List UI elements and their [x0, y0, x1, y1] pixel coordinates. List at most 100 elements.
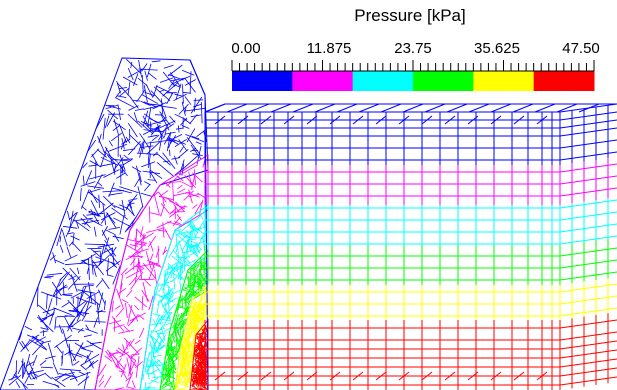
dam-mesh-line	[121, 199, 126, 217]
dam-mesh-line	[170, 77, 186, 82]
dam-mesh-line	[154, 293, 174, 303]
dam-mesh-line	[151, 128, 163, 133]
legend-ticks	[231, 60, 595, 72]
dam-mesh-line	[152, 191, 159, 198]
legend-tick-label-4: 47.50	[562, 40, 600, 57]
dam-mesh-line	[135, 234, 147, 246]
dam-mesh-line	[167, 138, 176, 142]
tank-diagonal	[467, 371, 479, 381]
dam-mesh-line	[149, 212, 162, 216]
dam-mesh-line	[77, 327, 84, 333]
dam-mesh-line	[190, 273, 197, 288]
dam-mesh-line	[67, 232, 74, 235]
dam-mesh-line	[119, 283, 123, 297]
dam-mesh-line	[127, 354, 137, 367]
dam-mesh-line	[161, 98, 163, 115]
dam-mesh-line	[13, 374, 28, 389]
tank-diagonal	[398, 115, 410, 125]
dam-mesh-line	[115, 387, 124, 390]
dam-mesh-line	[159, 324, 164, 331]
dam-mesh-line	[190, 114, 202, 118]
dam-mesh-line	[134, 305, 140, 311]
dam-mesh-line	[141, 94, 158, 105]
dam-mesh-line	[67, 210, 71, 221]
dam-mesh-line	[150, 90, 164, 105]
dam-mesh-line	[184, 174, 196, 189]
dam-mesh-line	[135, 265, 144, 268]
tank-diagonal	[329, 115, 341, 125]
dam-mesh-line	[125, 58, 142, 75]
dam-mesh-line	[73, 300, 87, 310]
dam-mesh-line	[178, 306, 190, 325]
dam-mesh-line	[120, 138, 127, 150]
dam-mesh-line	[166, 264, 170, 277]
dam-mesh-line	[59, 236, 62, 243]
dam-mesh-line	[132, 353, 140, 356]
dam-mesh-line	[127, 386, 135, 390]
dam-mesh-line	[88, 258, 90, 280]
dam-mesh-line	[156, 344, 165, 351]
dam-mesh-line	[136, 165, 142, 186]
dam-mesh-line	[87, 139, 96, 152]
dam-mesh-line	[127, 305, 133, 325]
tank-diagonal	[513, 115, 525, 125]
dam-mesh-line	[73, 360, 80, 366]
dam-mesh-line	[119, 186, 139, 194]
dam-mesh-line	[184, 259, 197, 267]
dam-mesh-line	[148, 153, 151, 168]
dam-mesh-line	[98, 133, 102, 143]
dam-mesh-line	[37, 287, 39, 307]
dam-mesh-line	[127, 122, 138, 138]
dam-mesh-line	[101, 225, 108, 236]
dam-mesh-line	[70, 235, 80, 241]
dam-wedge-mesh	[0, 57, 209, 390]
dam-mesh-line	[142, 262, 157, 279]
dam-mesh-line	[111, 315, 125, 332]
dam-mesh-line	[165, 322, 173, 325]
dam-mesh-line	[200, 264, 202, 281]
dam-mesh-line	[67, 319, 75, 332]
dam-mesh-line	[77, 289, 95, 294]
dam-mesh-line	[86, 267, 89, 275]
dam-mesh-line	[122, 344, 126, 354]
dam-mesh-line	[200, 257, 202, 270]
dam-mesh-line	[177, 184, 183, 190]
dam-mesh-line	[79, 188, 82, 202]
dam-mesh-line	[76, 309, 83, 322]
dam-mesh-line	[142, 232, 155, 240]
dam-mesh-line	[81, 219, 100, 225]
dam-mesh-line	[189, 314, 202, 331]
dam-mesh-line	[88, 292, 92, 302]
dam-mesh-line	[145, 251, 152, 270]
dam-mesh-line	[93, 174, 103, 189]
dam-mesh-line	[167, 338, 170, 346]
dam-mesh-line	[126, 244, 142, 254]
dam-mesh-line	[146, 368, 150, 380]
dam-mesh-line	[32, 335, 47, 350]
dam-mesh-line	[196, 277, 200, 286]
dam-mesh-line	[174, 113, 188, 121]
dam-mesh-line	[194, 245, 201, 254]
dam-mesh-line	[102, 118, 106, 140]
dam-mesh-line	[96, 303, 100, 325]
dam-mesh-line	[127, 317, 136, 327]
dam-mesh-line	[17, 363, 24, 374]
tank-top-edge	[270, 103, 292, 113]
dam-mesh-line	[179, 146, 184, 153]
dam-mesh-line	[177, 248, 179, 263]
dam-mesh-line	[68, 345, 73, 366]
dam-mesh-line	[158, 276, 170, 293]
dam-mesh-line	[186, 285, 204, 299]
dam-mesh-line	[190, 147, 197, 153]
dam-mesh-line	[163, 327, 171, 332]
dam-mesh-line	[188, 194, 199, 198]
dam-mesh-line	[127, 67, 134, 81]
dam-mesh-line	[127, 202, 135, 206]
dam-mesh-line	[186, 225, 194, 245]
dam-mesh-line	[143, 129, 162, 133]
dam-mesh-line	[195, 367, 198, 376]
dam-mesh-line	[72, 308, 85, 318]
dam-mesh-line	[193, 227, 201, 231]
tank-diagonal	[536, 371, 548, 381]
dam-mesh-line	[184, 374, 191, 381]
